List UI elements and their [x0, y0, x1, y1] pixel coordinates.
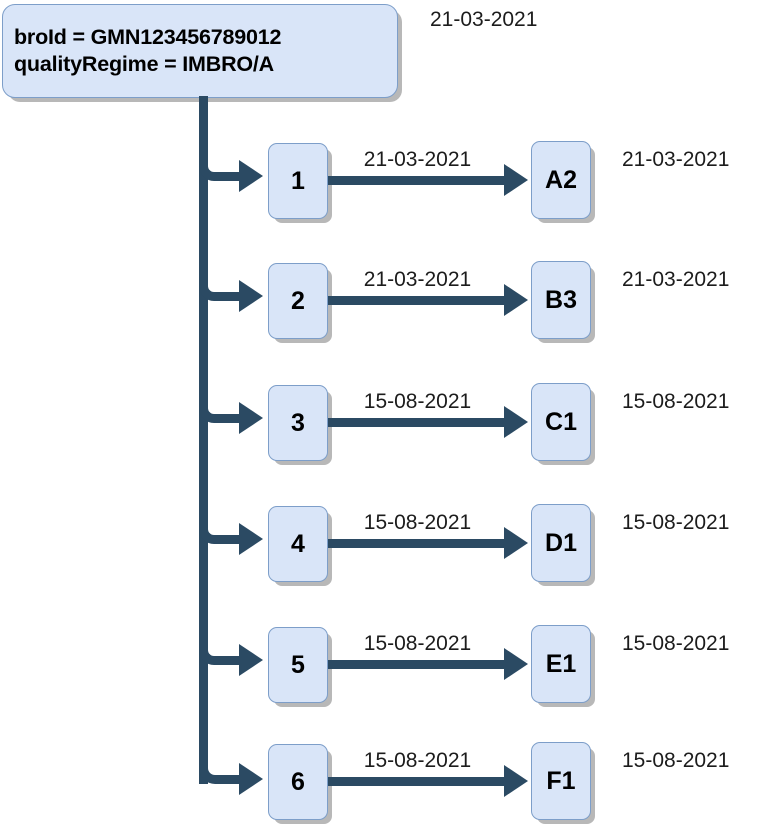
- edge-line-2: [328, 296, 506, 305]
- edge-date-label-3: 15-08-2021: [363, 390, 472, 413]
- edge-line-5: [328, 660, 506, 669]
- target-node-5-label: E1: [545, 649, 577, 678]
- edge-line-6: [328, 777, 506, 786]
- target-node-4-label: D1: [545, 528, 577, 557]
- target-node-6[interactable]: F1: [531, 742, 591, 820]
- edge-line-1: [328, 176, 506, 185]
- edge-arrowhead-1: [504, 164, 528, 196]
- edge-date-label-5: 15-08-2021: [363, 632, 472, 655]
- target-node-5[interactable]: E1: [531, 625, 591, 703]
- event-node-5-label: 5: [291, 650, 305, 679]
- branch-elbow-3: [199, 395, 225, 423]
- edge-arrowhead-2: [504, 284, 528, 316]
- branch-elbow-4: [199, 516, 225, 544]
- edge-arrowhead-3: [504, 406, 528, 438]
- event-node-4[interactable]: 4: [268, 506, 328, 582]
- event-node-1-label: 1: [291, 166, 305, 195]
- branch-stub-4: [219, 535, 241, 544]
- trunk-connector: [199, 96, 208, 784]
- branch-arrowhead-6: [239, 763, 263, 795]
- trunk-bottom-elbow: [199, 754, 229, 784]
- target-node-6-label: F1: [546, 766, 576, 795]
- target-date-label-1: 21-03-2021: [622, 148, 730, 171]
- event-node-3-label: 3: [291, 408, 305, 437]
- branch-arrowhead-4: [239, 523, 263, 555]
- root-node-broid: broId = GMN123456789012: [14, 25, 282, 50]
- target-node-2-label: B3: [545, 285, 577, 314]
- event-node-3[interactable]: 3: [268, 385, 328, 461]
- target-node-3-label: C1: [545, 407, 577, 436]
- branch-arrowhead-3: [239, 402, 263, 434]
- target-date-label-2: 21-03-2021: [622, 268, 730, 291]
- branch-elbow-1: [199, 153, 225, 181]
- edge-line-4: [328, 539, 506, 548]
- edge-arrowhead-4: [504, 527, 528, 559]
- root-node-quality-regime: qualityRegime = IMBRO/A: [14, 52, 275, 76]
- edge-date-label-2: 21-03-2021: [363, 268, 472, 291]
- event-node-2-label: 2: [291, 286, 305, 315]
- target-date-label-6: 15-08-2021: [622, 749, 730, 772]
- edge-line-3: [328, 418, 506, 427]
- target-node-4[interactable]: D1: [531, 504, 591, 582]
- target-date-label-5: 15-08-2021: [622, 632, 730, 655]
- event-node-1[interactable]: 1: [268, 143, 328, 219]
- event-node-6-label: 6: [291, 767, 305, 796]
- event-node-4-label: 4: [291, 529, 305, 558]
- branch-stub-2: [219, 292, 241, 301]
- event-node-5[interactable]: 5: [268, 627, 328, 703]
- target-node-1-label: A2: [545, 165, 577, 194]
- branch-arrowhead-1: [239, 160, 263, 192]
- target-node-2[interactable]: B3: [531, 261, 591, 339]
- edge-date-label-4: 15-08-2021: [363, 511, 472, 534]
- target-node-3[interactable]: C1: [531, 383, 591, 461]
- edge-arrowhead-5: [504, 648, 528, 680]
- edge-date-label-1: 21-03-2021: [363, 148, 472, 171]
- target-node-1[interactable]: A2: [531, 141, 591, 219]
- branch-stub-5: [219, 656, 241, 665]
- event-node-2[interactable]: 2: [268, 263, 328, 339]
- branch-elbow-5: [199, 637, 225, 665]
- target-date-label-3: 15-08-2021: [622, 390, 730, 413]
- target-date-label-4: 15-08-2021: [622, 511, 730, 534]
- branch-stub-1: [219, 172, 241, 181]
- branch-elbow-2: [199, 273, 225, 301]
- edge-arrowhead-6: [504, 765, 528, 797]
- branch-stub-6: [219, 775, 241, 784]
- root-node[interactable]: broId = GMN123456789012 qualityRegime = …: [2, 4, 398, 98]
- event-node-6[interactable]: 6: [268, 744, 328, 820]
- branch-stub-3: [219, 414, 241, 423]
- branch-arrowhead-5: [239, 644, 263, 676]
- edge-date-label-6: 15-08-2021: [363, 749, 472, 772]
- root-date-label: 21-03-2021: [430, 8, 538, 31]
- branch-arrowhead-2: [239, 280, 263, 312]
